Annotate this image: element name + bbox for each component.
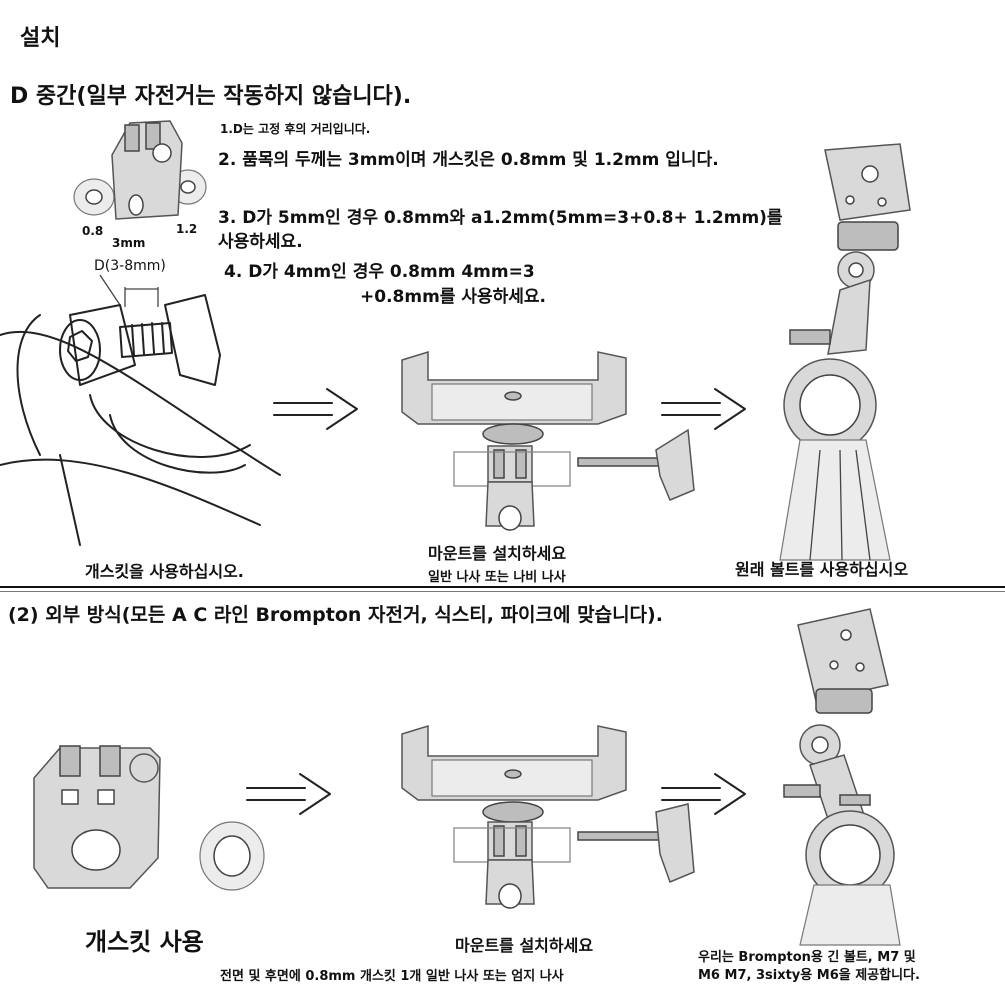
caption-original-bolt: 원래 볼트를 사용하십시오	[735, 560, 909, 579]
phone-mount-illustration-2	[401, 724, 695, 909]
note-2: 2. 품목의 두께는 3mm이며 개스킷은 0.8mm 및 1.2mm 입니다.	[218, 150, 719, 170]
caption-bolt-info-line2: M6 M7, 3sixty용 M6을 제공합니다.	[698, 968, 920, 983]
note-1: 1.D는 고정 후의 거리입니다.	[220, 122, 371, 136]
caption-gasket-detail: 전면 및 후면에 0.8mm 개스킷 1개 일반 나사 또는 엄지 나사	[220, 969, 564, 984]
note-3: 3. D가 5mm인 경우 0.8mm와 a1.2mm(5mm=3+0.8+ 1…	[218, 208, 783, 252]
section-divider-thin	[0, 591, 1005, 592]
clamp-line-drawing	[0, 274, 281, 546]
hinge-part-illustration	[33, 745, 265, 891]
caption-install-mount-2: 마운트를 설치하세요	[455, 936, 594, 955]
arrow-2	[661, 388, 746, 430]
mounted-bracket-illustration-1	[779, 143, 911, 561]
label-gasket-right: 1.2	[176, 222, 198, 236]
arrow-1	[273, 388, 358, 430]
caption-screw-type-1: 일반 나사 또는 나비 나사	[428, 570, 566, 585]
d-dimension-label: D(3-8mm)	[94, 258, 166, 274]
note-4: 4. D가 4mm인 경우 0.8mm 4mm=3	[224, 262, 535, 282]
mounted-bracket-illustration-2	[783, 608, 901, 946]
section1-heading: D 중간(일부 자전거는 작동하지 않습니다).	[10, 84, 412, 109]
note-5: +0.8mm를 사용하세요.	[360, 287, 547, 307]
section2-heading: (2) 외부 방식(모든 A C 라인 Brompton 자전거, 식스티, 파…	[8, 604, 663, 626]
page-title: 설치	[20, 26, 61, 51]
section-divider	[0, 586, 1005, 588]
caption-bolt-info-line1: 우리는 Brompton용 긴 볼트, M7 및	[698, 950, 916, 965]
arrow-4	[661, 773, 746, 815]
caption-use-gasket-2: 개스킷 사용	[85, 928, 204, 956]
caption-use-gasket: 개스킷을 사용하십시오.	[85, 562, 244, 581]
phone-mount-illustration-1	[401, 350, 695, 531]
label-gasket-middle: 3mm	[112, 236, 146, 250]
arrow-3	[246, 773, 331, 815]
label-gasket-left: 0.8	[82, 224, 104, 238]
caption-install-mount-1: 마운트를 설치하세요	[428, 544, 567, 563]
gasket-part-illustration	[73, 120, 207, 220]
